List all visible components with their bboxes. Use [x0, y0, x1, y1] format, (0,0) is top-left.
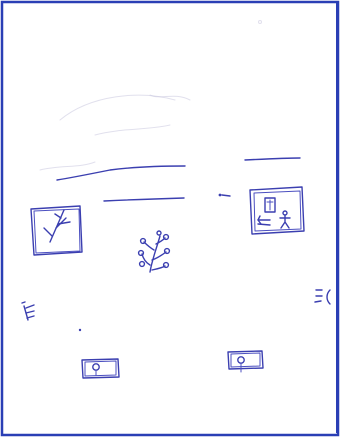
divider-line-3 — [104, 198, 184, 201]
box-bottom-right — [228, 351, 263, 372]
divider-strokes — [57, 158, 300, 201]
plant-icon — [139, 231, 170, 272]
image-icon — [93, 364, 99, 375]
box-top-right — [250, 187, 304, 234]
screen-person-icon — [258, 198, 290, 228]
box-bottom-left — [82, 359, 119, 378]
box-top-left — [31, 206, 82, 255]
branch-icon — [44, 210, 70, 242]
scribble-left — [22, 302, 34, 320]
ink-dot — [79, 329, 81, 331]
scribble-right — [315, 290, 330, 304]
ghost-marks — [40, 21, 262, 171]
arrow-marker — [219, 194, 230, 197]
image-icon — [238, 357, 244, 372]
divider-line-2 — [245, 158, 300, 160]
divider-line-1 — [57, 166, 185, 180]
